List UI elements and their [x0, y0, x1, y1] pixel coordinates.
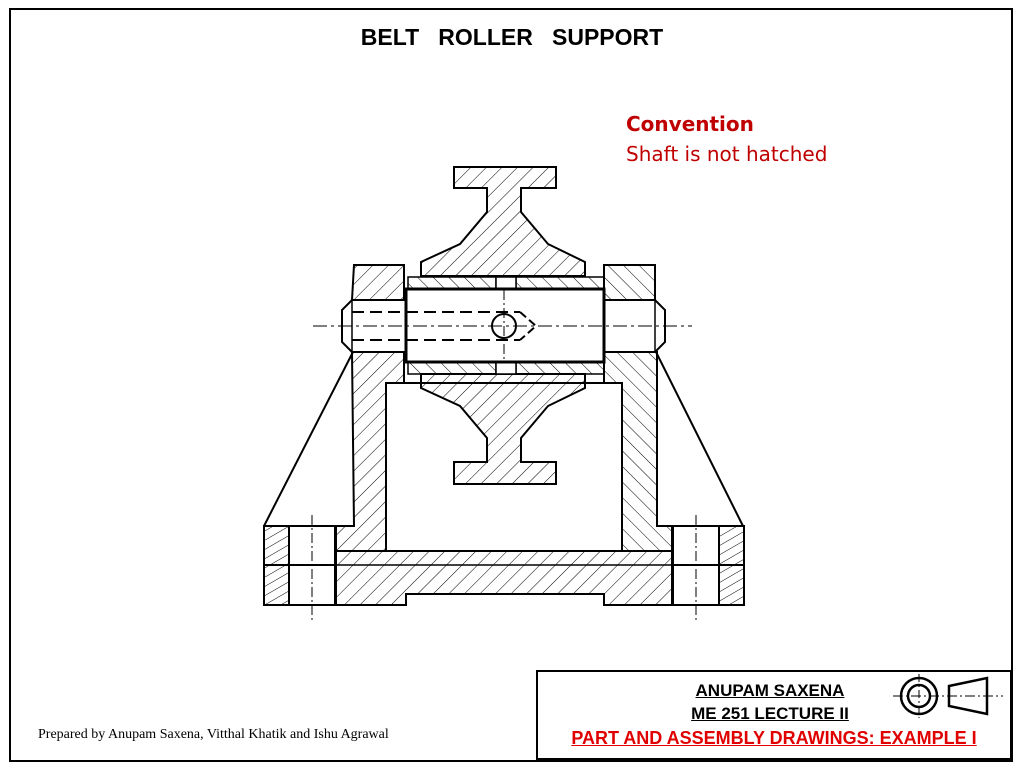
title-block-course: ME 251 LECTURE II [691, 704, 849, 723]
title-block [536, 670, 1012, 760]
title-block-author: ANUPAM SAXENA [695, 681, 845, 700]
convention-note: Shaft is not hatched [626, 142, 828, 166]
pulley-upper [420, 166, 586, 277]
first-angle-projection-icon [893, 674, 1003, 718]
bracket [263, 264, 745, 606]
title-block-subject: PART AND ASSEMBLY DRAWINGS: EXAMPLE I [571, 728, 977, 748]
drawing-title: BELT ROLLER SUPPORT [360, 24, 664, 50]
shaft [313, 287, 692, 364]
pulley-lower [420, 373, 586, 485]
prepared-by-credit: Prepared by Anupam Saxena, Vitthal Khati… [38, 727, 389, 742]
bolt-holes [288, 515, 720, 622]
convention-heading: Convention [626, 112, 754, 136]
drawing-frame [9, 8, 1013, 762]
